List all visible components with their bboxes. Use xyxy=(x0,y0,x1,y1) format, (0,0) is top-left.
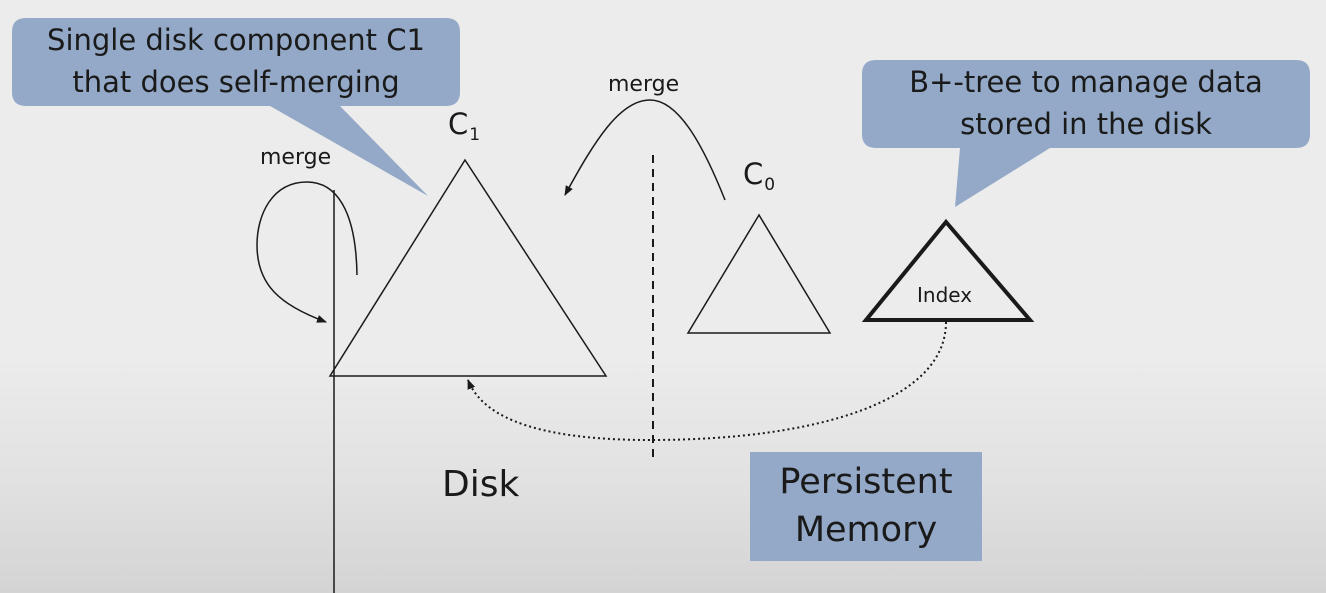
callout-left-line2: that does self-merging xyxy=(72,65,400,99)
c1-label: C1 xyxy=(448,107,481,146)
c1-label-sub: 1 xyxy=(469,125,481,145)
callout-right-line2: stored in the disk xyxy=(960,107,1212,141)
merge-label-left: merge xyxy=(260,145,332,170)
callout-right-bubble xyxy=(862,60,1310,207)
persistent-memory-line1: Persistent xyxy=(779,462,953,502)
c0-label: C0 xyxy=(743,157,776,196)
persistent-memory-label: Persistent Memory xyxy=(750,458,982,554)
c0-triangle xyxy=(686,213,832,334)
callout-right: B+-tree to manage data stored in the dis… xyxy=(862,61,1310,145)
c1-label-base: C xyxy=(448,107,469,141)
index-triangle xyxy=(861,218,1035,322)
self-merge-arrow xyxy=(256,181,358,323)
callout-left-line1: Single disk component C1 xyxy=(47,23,425,57)
merge-arrow-c0-to-c1 xyxy=(564,99,726,201)
index-pointer-arrow xyxy=(467,321,947,442)
callout-left: Single disk component C1 that does self-… xyxy=(12,19,460,103)
callout-left-bubble xyxy=(12,18,460,196)
callout-right-line1: B+-tree to manage data xyxy=(909,65,1263,99)
disk-label: Disk xyxy=(442,464,520,505)
index-label: Index xyxy=(917,283,973,307)
c0-label-base: C xyxy=(743,157,764,191)
c1-triangle xyxy=(328,158,608,377)
merge-label-top: merge xyxy=(608,72,680,97)
c0-label-sub: 0 xyxy=(764,175,776,195)
persistent-memory-box: Persistent Memory xyxy=(750,452,982,561)
persistent-memory-line2: Memory xyxy=(794,510,938,550)
